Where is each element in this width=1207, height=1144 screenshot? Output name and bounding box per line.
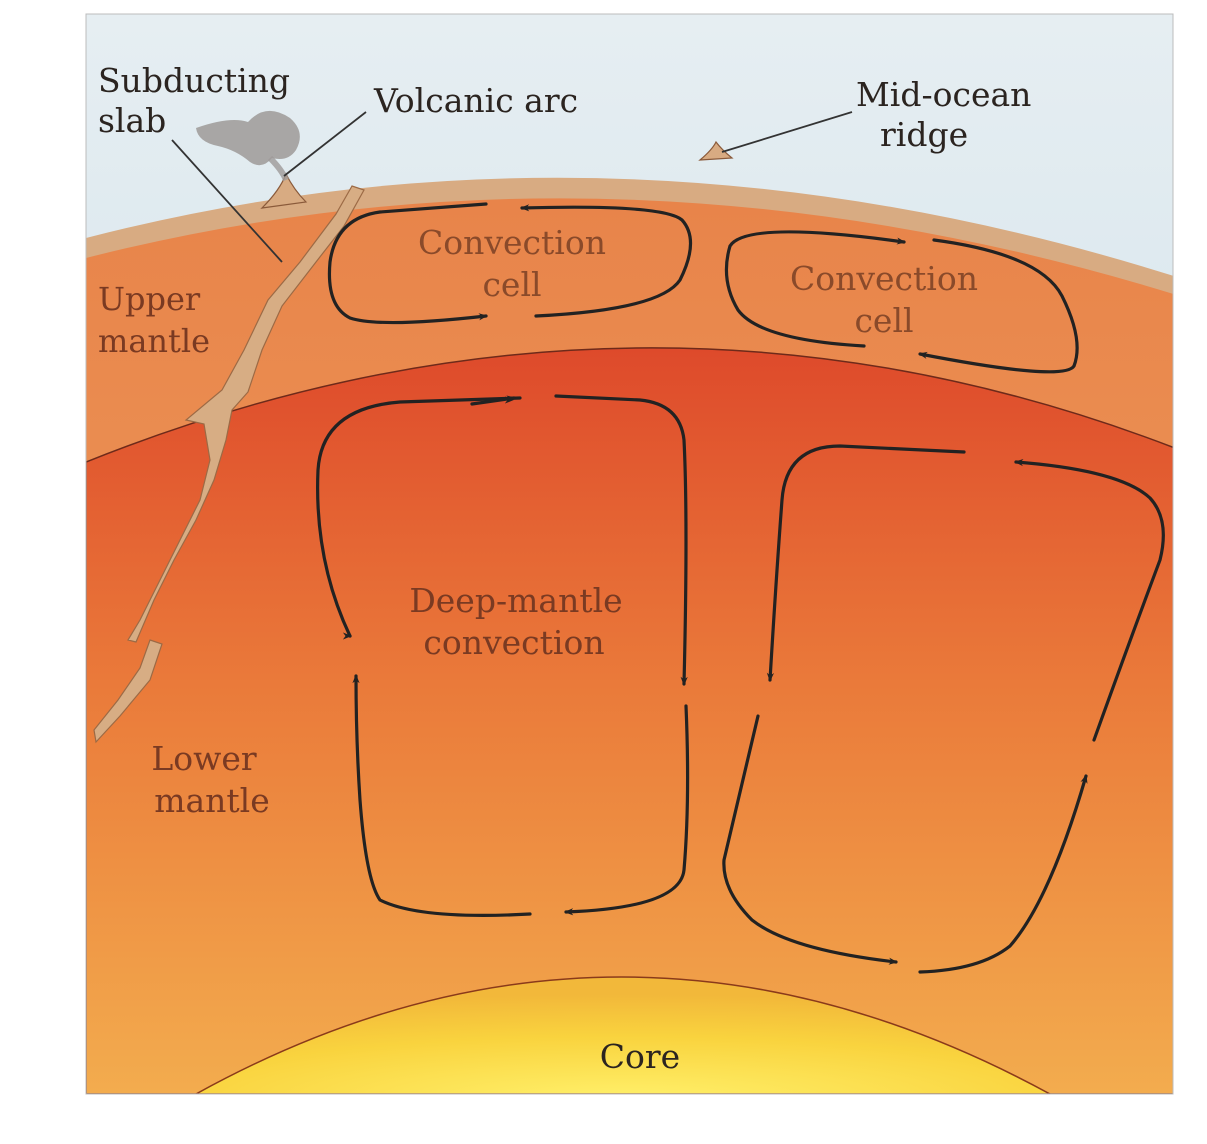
label-convection-cell-right-line1: Convection (790, 259, 978, 298)
label-lower-mantle-line2: mantle (154, 781, 270, 820)
label-core: Core (600, 1037, 680, 1076)
label-deep-mantle-line2: convection (423, 623, 604, 662)
label-upper-mantle-line1: Upper (98, 280, 201, 318)
label-convection-cell-left-line1: Convection (418, 223, 606, 262)
label-deep-mantle-line1: Deep-mantle (409, 581, 622, 620)
label-lower-mantle-line1: Lower (151, 739, 257, 778)
label-subducting-slab-line1: Subducting (98, 61, 290, 100)
label-upper-mantle-line2: mantle (98, 322, 210, 360)
label-volcanic-arc: Volcanic arc (373, 81, 578, 120)
label-convection-cell-right-line2: cell (854, 301, 913, 340)
label-mid-ocean-ridge-line2: ridge (880, 115, 968, 154)
label-mid-ocean-ridge-line1: Mid-ocean (856, 75, 1031, 114)
label-subducting-slab-line2: slab (98, 101, 166, 140)
label-convection-cell-left-line2: cell (482, 265, 541, 304)
